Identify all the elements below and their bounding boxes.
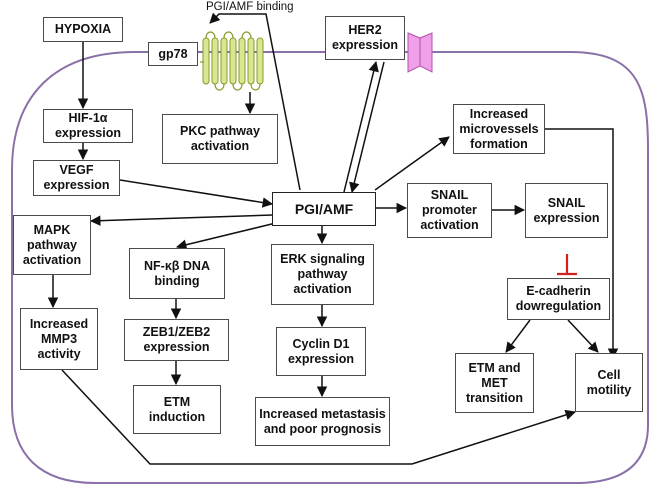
arrow-pgiamf-her2-up: [343, 60, 379, 193]
node-nfkb-dna-binding: NF-κβ DNA binding: [129, 248, 225, 299]
node-metastasis-prognosis: Increased metastasis and poor prognosis: [255, 397, 390, 446]
node-mmp3-activity: Increased MMP3 activity: [20, 308, 98, 370]
arrow-mmp3-motility: [61, 369, 577, 465]
node-cell-motility: Cell motility: [575, 353, 643, 412]
seven-transmembrane-receptor-icon: [200, 31, 264, 91]
arrow-pgiamf-microvessels: [374, 136, 450, 191]
node-mapk-activation: MAPK pathway activation: [13, 215, 91, 275]
arrow-pgiamf-mapk: [89, 214, 273, 226]
node-snail-promoter-activation: SNAIL promoter activation: [407, 183, 492, 238]
node-pgi-amf: PGI/AMF: [272, 192, 376, 226]
node-ecadherin-downregulation: E-cadherin dowregulation: [507, 278, 610, 320]
node-her2-expression: HER2 expression: [325, 16, 405, 60]
node-zeb-expression: ZEB1/ZEB2 expression: [124, 319, 229, 361]
arrow-pgiamf-nfkb: [175, 221, 281, 250]
node-etm-met-transition: ETM and MET transition: [455, 353, 534, 413]
arrow-ecadherin-motility: [567, 319, 599, 353]
node-hypoxia: HYPOXIA: [43, 17, 123, 42]
node-pkc-activation: PKC pathway activation: [162, 114, 278, 164]
arrow-ecadherin-etmmet: [505, 319, 531, 353]
arrow-pgiamf-gp78: [209, 12, 301, 191]
node-cyclin-d1-expression: Cyclin D1 expression: [276, 327, 366, 376]
node-microvessels-formation: Increased microvessels formation: [453, 104, 545, 154]
node-hif1a-expression: HIF-1α expression: [43, 109, 133, 143]
arrow-vegf-pgiamf: [119, 179, 274, 208]
her2-receptor-icon: [407, 32, 433, 73]
label-pgi-amf-binding: PGI/AMF binding: [206, 1, 294, 13]
arrow-her2-pgiamf-down: [349, 61, 385, 194]
node-erk-activation: ERK signaling pathway activation: [271, 244, 374, 305]
arrow-microvessels-motility: [545, 128, 619, 360]
inhibition-snail-ecadherin: [557, 254, 577, 276]
cell-membrane: [11, 51, 649, 484]
node-vegf-expression: VEGF expression: [33, 160, 120, 196]
node-gp78: gp78: [148, 42, 198, 66]
node-etm-induction: ETM induction: [133, 385, 221, 434]
node-snail-expression: SNAIL expression: [525, 183, 608, 238]
